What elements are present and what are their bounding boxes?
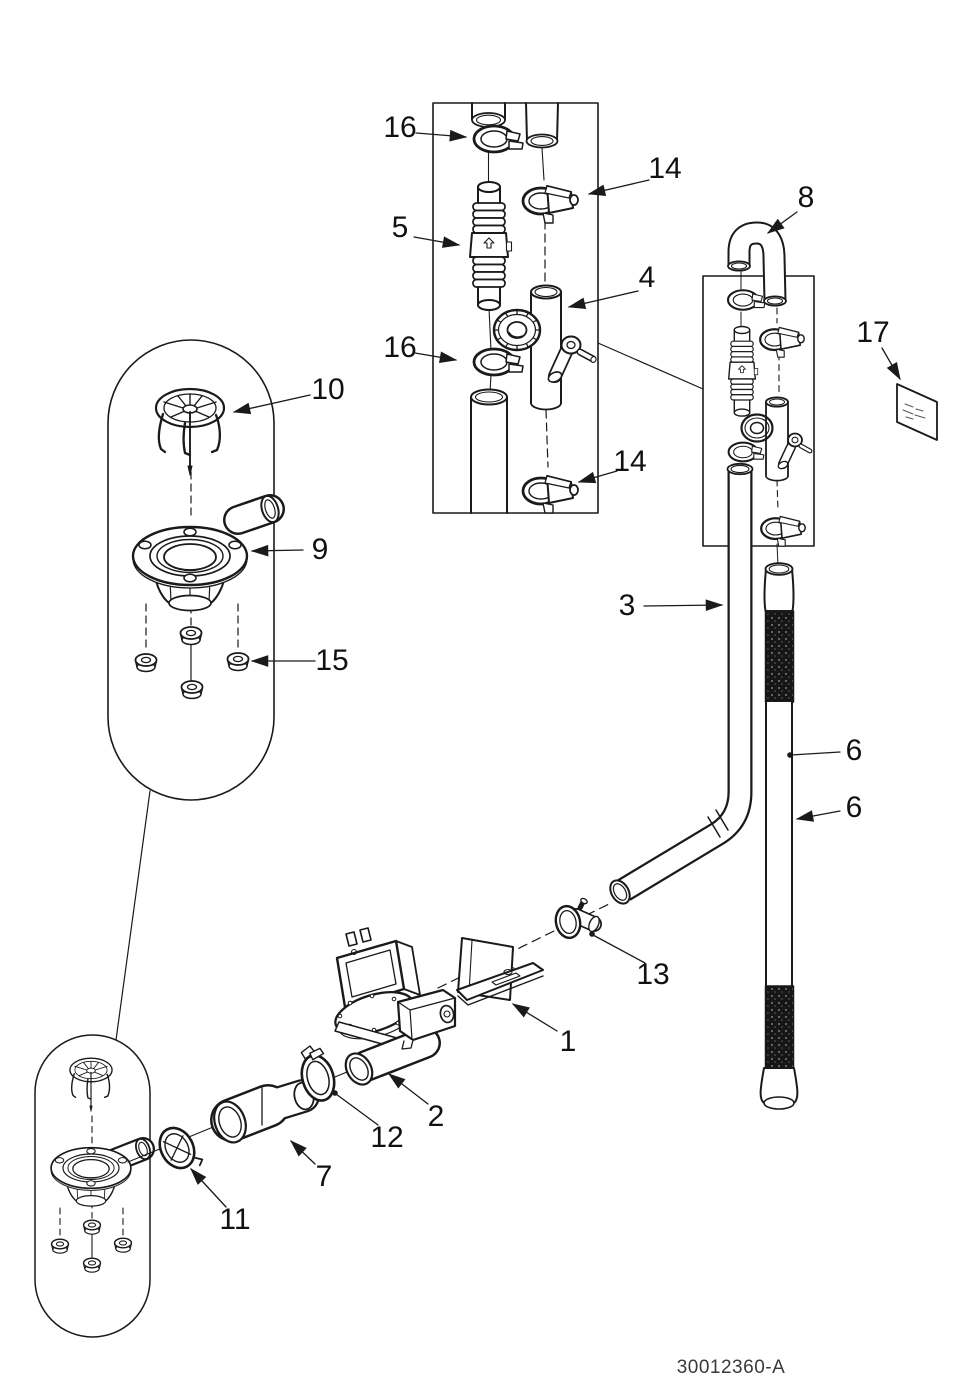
center-box-assembly bbox=[469, 102, 597, 515]
part-13-clamp bbox=[554, 897, 602, 940]
callout-5: 5 bbox=[391, 211, 409, 244]
part-3-tube bbox=[609, 462, 754, 905]
part-7-elbow-hose bbox=[210, 1079, 320, 1144]
part-14-clamp-lower bbox=[521, 474, 580, 515]
part-11-clamp bbox=[158, 1126, 204, 1170]
part-8-u-bend bbox=[727, 221, 787, 307]
part-4-tee-tube bbox=[492, 284, 597, 411]
detail-boxes bbox=[115, 102, 815, 1041]
part-6-hose bbox=[759, 562, 799, 1110]
callout-10: 10 bbox=[311, 373, 345, 406]
box-connector-line bbox=[597, 342, 704, 390]
callout-7: 7 bbox=[315, 1160, 333, 1193]
callout-13: 13 bbox=[636, 958, 670, 991]
leader-lines bbox=[190, 129, 901, 1208]
callout-14-top: 14 bbox=[648, 152, 682, 185]
callout-16-top: 16 bbox=[383, 111, 417, 144]
part-5-bellows bbox=[469, 181, 513, 311]
part-16-clamp-lower bbox=[472, 347, 525, 377]
callout-15: 15 bbox=[315, 644, 349, 677]
part-2-valve-assembly bbox=[334, 927, 457, 1086]
mini-bellows bbox=[728, 325, 759, 417]
callout-11: 11 bbox=[219, 1203, 251, 1236]
part-16-clamp-upper bbox=[472, 124, 525, 154]
mini-clamp-16-lower bbox=[727, 441, 765, 463]
part-1-bracket bbox=[456, 937, 544, 1006]
capsule-connector-line bbox=[115, 790, 151, 1041]
callout-12: 12 bbox=[370, 1121, 404, 1154]
capsule-callout-bottom bbox=[34, 1034, 155, 1338]
right-box-assembly bbox=[726, 271, 813, 567]
part-12-clamp bbox=[300, 1045, 336, 1102]
part-17-label-plate bbox=[896, 383, 938, 441]
callout-17: 17 bbox=[856, 316, 890, 349]
callout-1: 1 bbox=[559, 1025, 577, 1058]
drawing-number: 30012360-A bbox=[676, 1357, 786, 1378]
mini-clamp-14-upper bbox=[759, 326, 806, 359]
detail-box-top bbox=[432, 102, 599, 514]
mini-clamp-16-upper bbox=[726, 289, 766, 311]
callout-6-b: 6 bbox=[845, 791, 863, 824]
callout-16-lower: 16 bbox=[383, 331, 417, 364]
callout-6-a: 6 bbox=[845, 734, 863, 767]
part-14-clamp-upper bbox=[521, 184, 580, 225]
callout-8: 8 bbox=[797, 181, 815, 214]
callout-3: 3 bbox=[618, 589, 636, 622]
capsule-callout-top bbox=[107, 339, 285, 801]
callout-14-lower: 14 bbox=[613, 445, 647, 478]
callout-9: 9 bbox=[311, 533, 329, 566]
mini-clamp-14-lower bbox=[760, 515, 807, 548]
detail-box-right bbox=[702, 275, 815, 547]
callout-4: 4 bbox=[638, 261, 656, 294]
callout-2: 2 bbox=[427, 1100, 445, 1133]
